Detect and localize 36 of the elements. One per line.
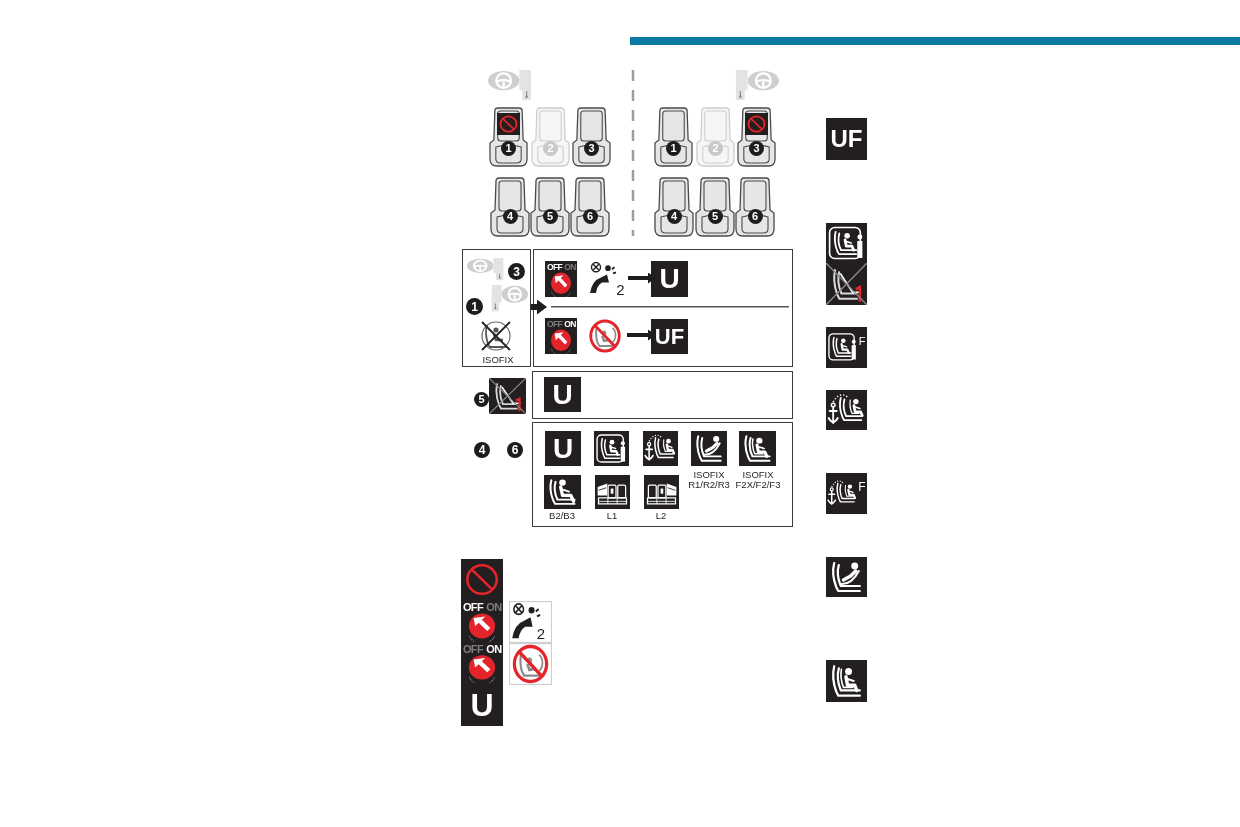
switch-state-text: OFF — [462, 643, 484, 656]
seat-number: 6 — [507, 442, 523, 458]
category-sign: U — [651, 261, 688, 297]
arrow — [628, 272, 656, 284]
switch-state-text: OFF — [462, 601, 484, 614]
seat-number: 5 — [474, 392, 489, 407]
category-sign: U — [544, 377, 581, 412]
icon-caption: B2/B3 — [548, 511, 576, 521]
switch-state-text: OFF — [546, 319, 563, 330]
airbag-index-text: 2 — [535, 625, 547, 641]
switch-state-text: ON — [564, 319, 576, 330]
switch-state-text: ON — [486, 643, 502, 656]
suffix-letter: F — [858, 480, 866, 493]
arrow — [627, 329, 656, 341]
rule-panel — [532, 422, 793, 527]
icon-caption: ISOFIX — [481, 354, 515, 365]
icon-caption: ISOFIX F2X/F2/F3 — [734, 470, 782, 490]
icon-caption: ISOFIX R1/R2/R3 — [687, 470, 731, 490]
seat-position-panel — [462, 249, 531, 367]
switch-state-text: ON — [486, 601, 502, 614]
rule-panel — [533, 249, 793, 367]
switch-state-text: OFF — [546, 262, 563, 273]
category-sign: UF — [651, 319, 688, 354]
seat-number: 4 — [474, 442, 490, 458]
seat-number: 3 — [508, 263, 525, 280]
category-sign: UF — [826, 118, 867, 160]
category-sign: U — [461, 683, 503, 726]
suffix-letter: F — [858, 335, 866, 347]
icon-caption: L1 — [605, 511, 619, 521]
arrow — [531, 299, 547, 315]
icon-caption: L2 — [654, 511, 668, 521]
rule-panel — [532, 371, 793, 419]
category-sign: U — [545, 431, 581, 466]
airbag-index-text: 2 — [615, 282, 626, 297]
seat-number: 1 — [466, 298, 483, 315]
switch-state-text: ON — [564, 262, 576, 273]
